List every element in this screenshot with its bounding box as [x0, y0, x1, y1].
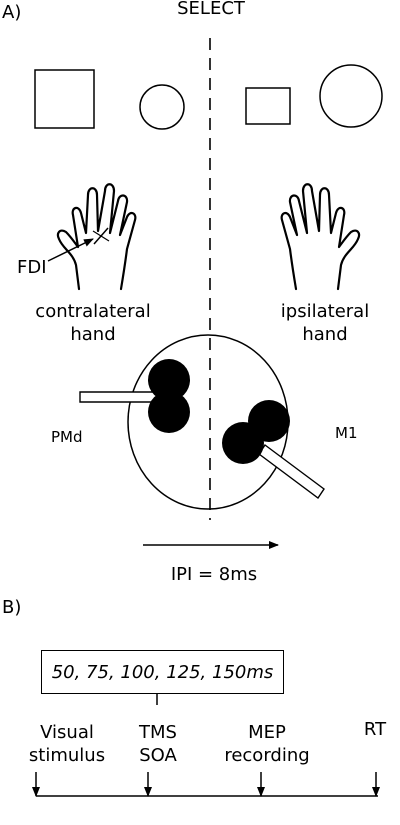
fdi-muscle-cross: [92, 230, 110, 242]
ipsilateral-hand-label: ipsilateral hand: [280, 301, 370, 345]
contralateral-hand-label: contralateral hand: [35, 301, 151, 345]
visual-stimulus-label: Visual stimulus: [28, 722, 106, 766]
ipi-label: IPI = 8ms: [170, 564, 258, 585]
small-circle: [139, 84, 185, 130]
pmd-coil: [79, 359, 190, 433]
large-circle: [319, 64, 383, 128]
panel-a-label: A): [2, 2, 22, 23]
ipsilateral-hand-icon: [280, 183, 361, 291]
large-square: [34, 69, 95, 129]
soa-values-box: 50, 75, 100, 125, 150ms: [41, 650, 284, 694]
tms-soa-label: TMS SOA: [139, 722, 177, 766]
contralateral-hand-icon: [56, 183, 137, 291]
m1-coil: [222, 400, 325, 500]
mep-recording-label: MEP recording: [224, 722, 310, 766]
fdi-label: FDI: [17, 257, 47, 278]
m1-label: M1: [335, 424, 358, 442]
select-title: SELECT: [177, 0, 245, 19]
pmd-label: PMd: [51, 428, 83, 446]
small-square: [245, 87, 291, 125]
fdi-pointer-arrow: [47, 238, 94, 262]
rt-label: RT: [363, 719, 387, 740]
panel-b-label: B): [2, 597, 22, 618]
